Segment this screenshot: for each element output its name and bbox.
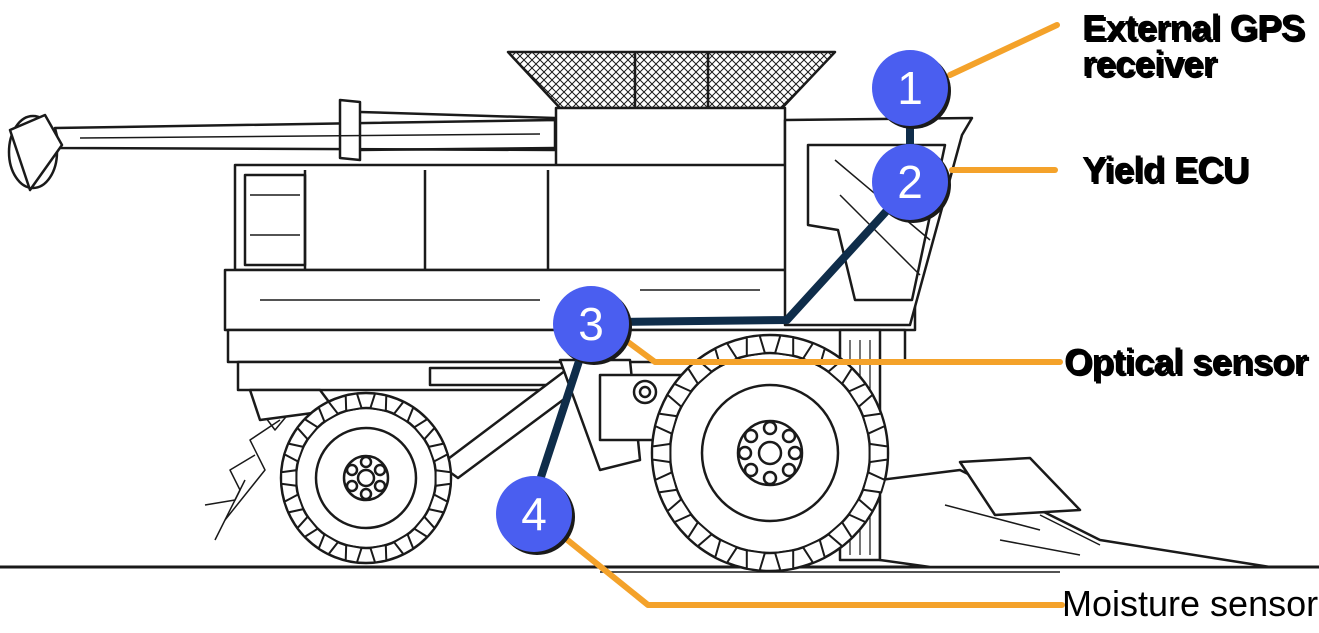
label-yield-ecu: Yield ECU <box>1082 149 1249 190</box>
unloading-auger <box>7 98 557 192</box>
tread-block <box>317 532 340 556</box>
tread-block <box>653 412 679 436</box>
tread-block <box>434 469 452 487</box>
tread-block <box>296 515 320 539</box>
header <box>878 456 1272 569</box>
front-wheel <box>650 333 890 573</box>
marker-1: 1 <box>872 50 948 126</box>
tread-block <box>392 400 415 424</box>
tread-block <box>861 470 887 494</box>
tread-block <box>826 520 854 548</box>
label-moisture-sensor: Moisture sensor <box>1062 583 1319 624</box>
leader-moisture-sensor <box>562 535 1065 608</box>
tread-block <box>686 520 714 548</box>
tread-block <box>427 442 449 463</box>
tread-block <box>369 392 388 412</box>
tread-block <box>714 538 739 565</box>
wire-ecu-to-optical-sensor <box>611 201 896 326</box>
wire-optical-to-moisture-sensor <box>536 348 586 484</box>
label-external-gps-receiver: External GPS receiver <box>1082 7 1305 84</box>
tread-block <box>651 442 672 464</box>
tread-block <box>861 412 887 436</box>
tread-block <box>344 544 363 564</box>
grain-tank-hopper <box>506 50 837 170</box>
tread-block <box>847 382 874 409</box>
tread-block <box>344 392 363 412</box>
tread-block <box>392 532 415 556</box>
tread-block <box>801 538 826 565</box>
marker-2: 2 <box>872 144 948 220</box>
marker-4: 4 <box>496 476 572 552</box>
tread-block <box>283 442 305 463</box>
tread-block <box>283 493 305 514</box>
tread-block <box>317 400 340 424</box>
tread-block <box>773 549 795 572</box>
leader-gps-receiver <box>947 22 1060 78</box>
tread-block <box>745 549 767 572</box>
rear-wheel <box>279 391 453 565</box>
tread-block <box>666 382 693 409</box>
tread-block <box>427 493 449 514</box>
tread-block <box>412 417 436 441</box>
tread-block <box>280 469 298 487</box>
tread-block <box>773 334 795 357</box>
tread-block <box>745 334 767 357</box>
marker-3: 3 <box>553 286 629 362</box>
tread-block <box>847 497 874 524</box>
label-optical-sensor: Optical sensor <box>1064 341 1308 382</box>
leader-optical-sensor <box>625 339 1063 365</box>
tread-block <box>412 515 436 539</box>
tread-block <box>666 497 693 524</box>
tread-block <box>868 442 889 464</box>
tread-block <box>653 470 679 494</box>
tread-block <box>369 544 388 564</box>
tread-block <box>296 417 320 441</box>
combine-harvester <box>7 50 1272 573</box>
leader-lines <box>562 22 1065 608</box>
tire-treads <box>280 334 889 572</box>
